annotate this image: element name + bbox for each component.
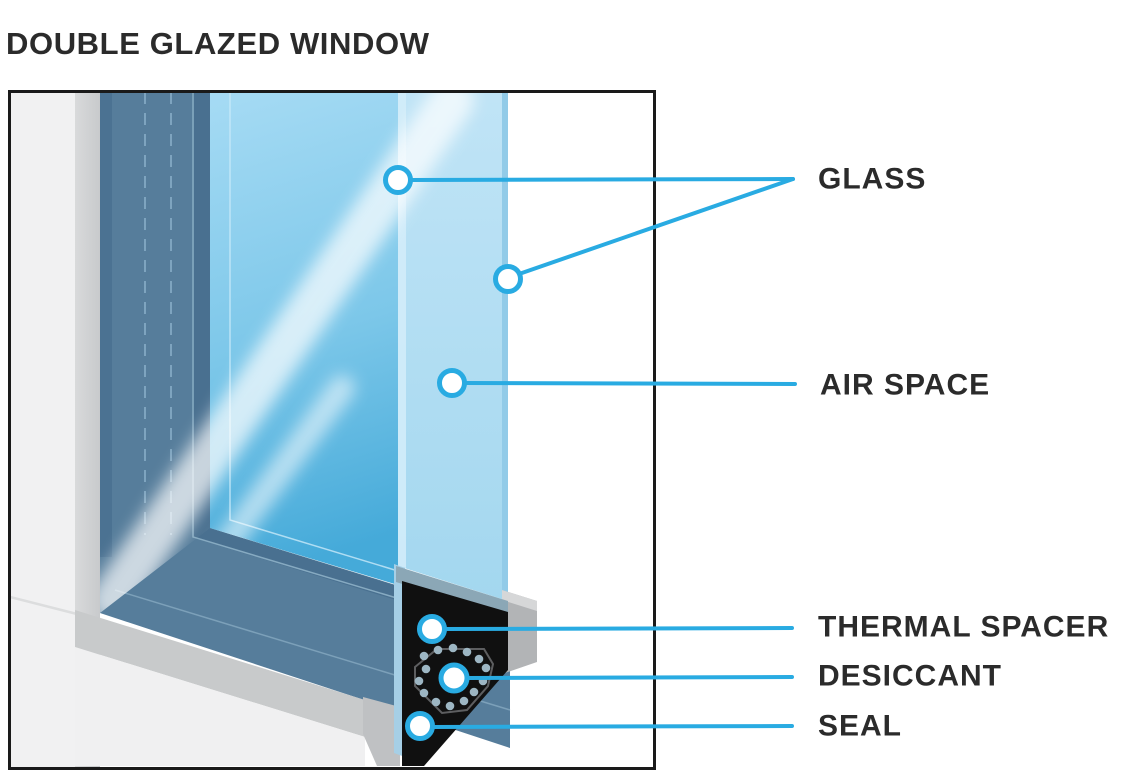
air-space-callout-line bbox=[462, 381, 797, 386]
label-thermal-spacer: THERMAL SPACER bbox=[818, 610, 1110, 644]
label-glass: GLASS bbox=[818, 162, 927, 196]
glass-callout-line-1 bbox=[408, 177, 795, 182]
thermal-spacer-callout-line bbox=[443, 626, 794, 631]
seal-callout-marker bbox=[405, 711, 435, 741]
glass-callout-line-2 bbox=[517, 177, 795, 276]
sill-top-face bbox=[75, 610, 365, 737]
callout-air-space bbox=[437, 368, 797, 398]
air-space-callout-marker bbox=[437, 368, 467, 398]
spacer-bar-block-top bbox=[502, 590, 537, 611]
callout-seal bbox=[405, 711, 794, 741]
label-seal: SEAL bbox=[818, 709, 903, 743]
spacer-bar-block-side bbox=[502, 590, 537, 674]
glass-callout-marker-2 bbox=[493, 264, 523, 294]
label-air-space: AIR SPACE bbox=[820, 368, 991, 402]
sill-shade-line bbox=[10, 595, 78, 616]
thermal-spacer-callout-marker bbox=[417, 614, 447, 644]
glass-callout-marker-1 bbox=[383, 165, 413, 195]
air-gap-strip bbox=[398, 92, 508, 601]
desiccant-callout-line bbox=[466, 675, 794, 680]
callout-glass bbox=[383, 165, 795, 294]
seal-callout-line bbox=[431, 724, 794, 729]
sill-front-face bbox=[75, 647, 365, 766]
glass-pane-outer-edge bbox=[502, 92, 508, 601]
page-title: DOUBLE GLAZED WINDOW bbox=[6, 26, 430, 61]
sash-profile-outer-shade bbox=[100, 92, 112, 557]
label-desiccant: DESICCANT bbox=[818, 659, 1003, 693]
window-frame-left bbox=[10, 92, 75, 768]
callout-desiccant bbox=[438, 662, 794, 694]
callout-thermal-spacer bbox=[417, 614, 794, 644]
sill-end-cap bbox=[363, 697, 400, 766]
desiccant-callout-marker bbox=[438, 662, 470, 694]
diagram-frame-border bbox=[8, 90, 656, 770]
